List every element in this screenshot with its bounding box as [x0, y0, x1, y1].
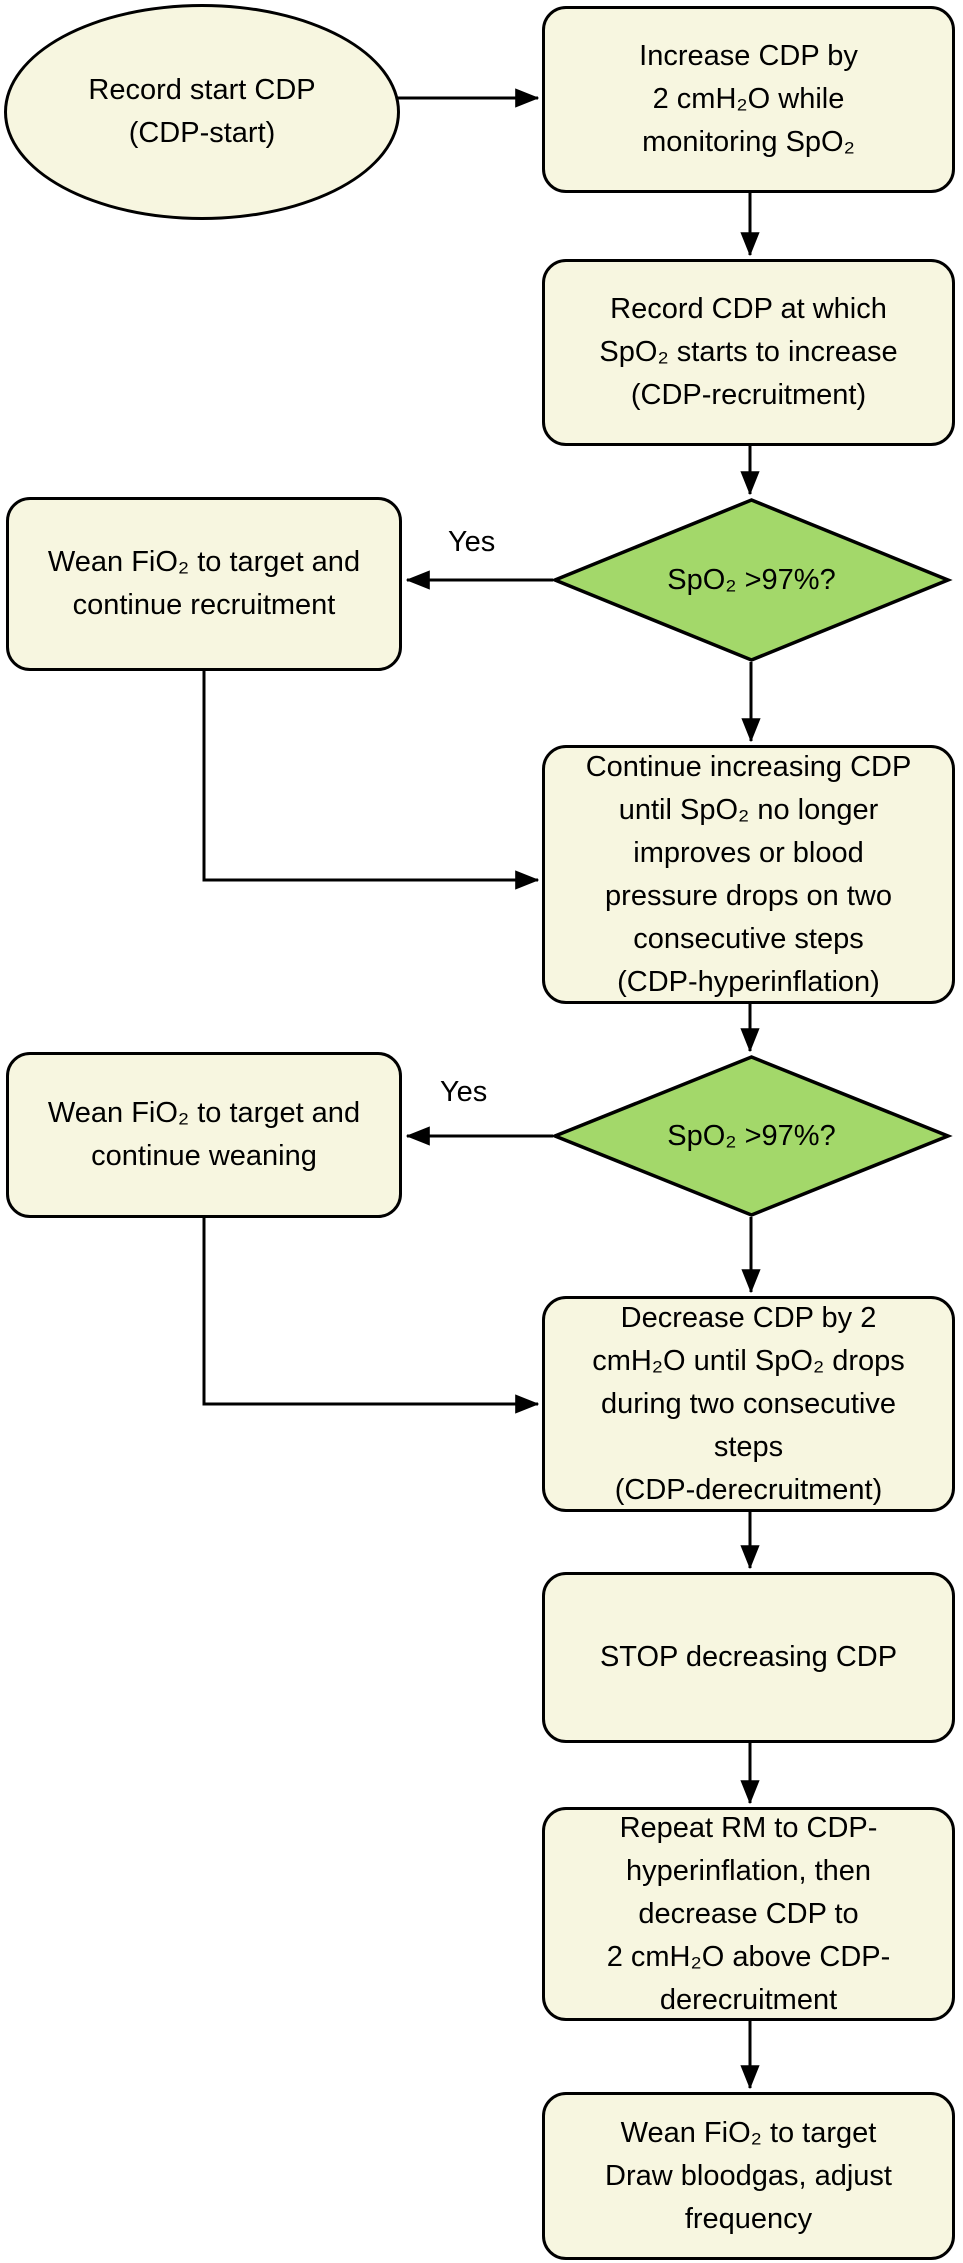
- decision2-diamond-shape: [550, 1055, 953, 1217]
- decision2-label: SpO₂ >97%?: [667, 1119, 836, 1152]
- process-record-recruitment: Record CDP at which SpO₂ starts to incre…: [542, 259, 955, 446]
- process-final-wean: Wean FiO₂ to target Draw bloodgas, adjus…: [542, 2092, 955, 2260]
- process-continue-increasing: Continue increasing CDP until SpO₂ no lo…: [542, 745, 955, 1004]
- yes-label-1: Yes: [448, 526, 496, 558]
- edge-wean2-to-decrease: [202, 1218, 540, 1414]
- process-stop-decreasing: STOP decreasing CDP: [542, 1572, 955, 1743]
- yes-label-2: Yes: [440, 1076, 488, 1108]
- process-decrease-cdp: Decrease CDP by 2 cmH₂O until SpO₂ drops…: [542, 1296, 955, 1512]
- process-wean-weaning: Wean FiO₂ to target and continue weaning: [6, 1052, 402, 1218]
- start-terminator: Record start CDP (CDP-start): [4, 4, 400, 220]
- decision1-diamond-shape: [550, 498, 953, 662]
- edge-wean1-to-continue: [202, 671, 540, 890]
- process-wean-recruitment: Wean FiO₂ to target and continue recruit…: [6, 497, 402, 671]
- decision1-label: SpO₂ >97%?: [667, 563, 836, 596]
- process-repeat-rm: Repeat RM to CDP- hyperinflation, then d…: [542, 1807, 955, 2021]
- process-increase-cdp: Increase CDP by 2 cmH₂O while monitoring…: [542, 6, 955, 193]
